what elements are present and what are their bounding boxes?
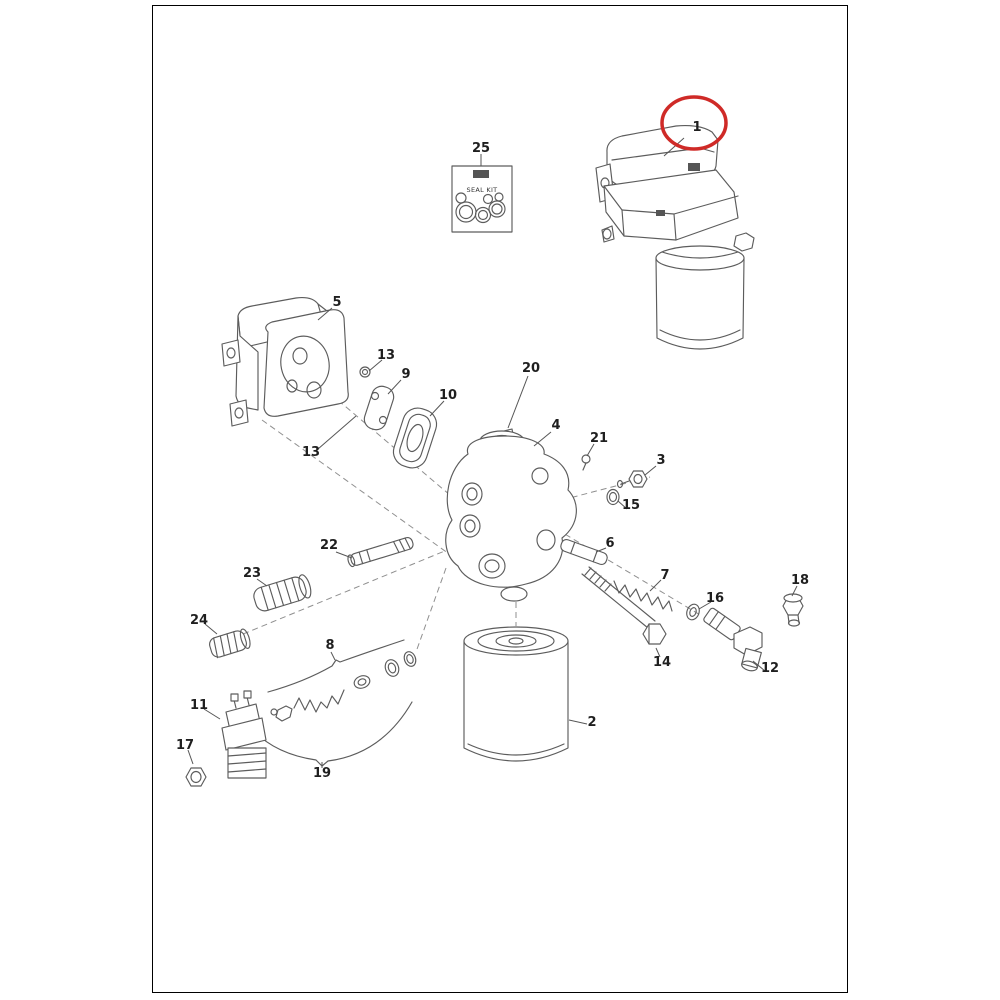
callout-23: 23: [243, 566, 261, 581]
callout-14: 14: [653, 655, 671, 670]
callout-12: 12: [761, 661, 779, 676]
assembly-centerlines: [213, 367, 703, 653]
gasket-part-9: [363, 385, 395, 431]
highlight-circle: [660, 95, 728, 151]
solenoid-valve-part-11: [221, 690, 267, 779]
assembled-pump-part-1: [595, 125, 755, 350]
hex-plug-part-3: [616, 470, 648, 489]
callout-6: 6: [605, 536, 614, 551]
callout-11: 11: [190, 698, 208, 713]
callout-13b: 13: [302, 445, 320, 460]
oil-filter-part-2: [463, 626, 569, 762]
callout-10: 10: [439, 388, 457, 403]
callout-22: 22: [320, 538, 338, 553]
callout-19: 19: [313, 766, 331, 781]
spring-kit-part-8: [267, 639, 417, 722]
screw-part-21: [581, 454, 591, 471]
callout-24: 24: [190, 613, 208, 628]
callout-25: 25: [472, 141, 490, 156]
page-border: [152, 5, 848, 993]
callout-3: 3: [656, 453, 665, 468]
gear-pump-part-5: [221, 297, 349, 427]
o-ring-part-16: [686, 603, 700, 621]
bracket-part-8: [267, 639, 405, 693]
elbow-fitting-part-12: [703, 607, 763, 672]
callout-labels: 1 25 5 13 9 10 20 4 21 3 15 13 22 23 24 6 7 16 18 14 12 8 11 2 1…: [176, 120, 809, 781]
valve-spool-part-22: [347, 536, 414, 568]
callout-21: 21: [590, 431, 608, 446]
callout-5: 5: [332, 295, 341, 310]
valve-body-part-4: [445, 428, 577, 602]
bolt-part-14: [581, 566, 667, 645]
part-drawings: SEAL KIT: [185, 125, 804, 787]
hex-nut-part-17: [185, 767, 207, 787]
seal-kit-label: SEAL KIT: [467, 186, 498, 194]
callout-13a: 13: [377, 348, 395, 363]
callout-8: 8: [325, 638, 334, 653]
seal-kit-part-25: SEAL KIT: [451, 165, 513, 233]
callout-15: 15: [622, 498, 640, 513]
callout-4: 4: [551, 418, 560, 433]
spring-part-7: [613, 580, 673, 612]
callout-2: 2: [587, 715, 596, 730]
o-ring-part-15: [606, 488, 620, 506]
gasket-part-10: [392, 407, 438, 469]
callout-16: 16: [706, 591, 724, 606]
leader-lines: [187, 137, 798, 768]
callout-7: 7: [660, 568, 669, 583]
retaining-ring-part-13: [359, 366, 371, 378]
callout-20: 20: [522, 361, 540, 376]
knurled-cap-part-24: [209, 628, 251, 659]
callout-18: 18: [791, 573, 809, 588]
hex-plug-part-18: [782, 593, 804, 627]
spool-pin-part-6: [560, 538, 608, 566]
callout-9: 9: [401, 367, 410, 382]
callout-17: 17: [176, 738, 194, 753]
callout-1: 1: [692, 120, 701, 135]
